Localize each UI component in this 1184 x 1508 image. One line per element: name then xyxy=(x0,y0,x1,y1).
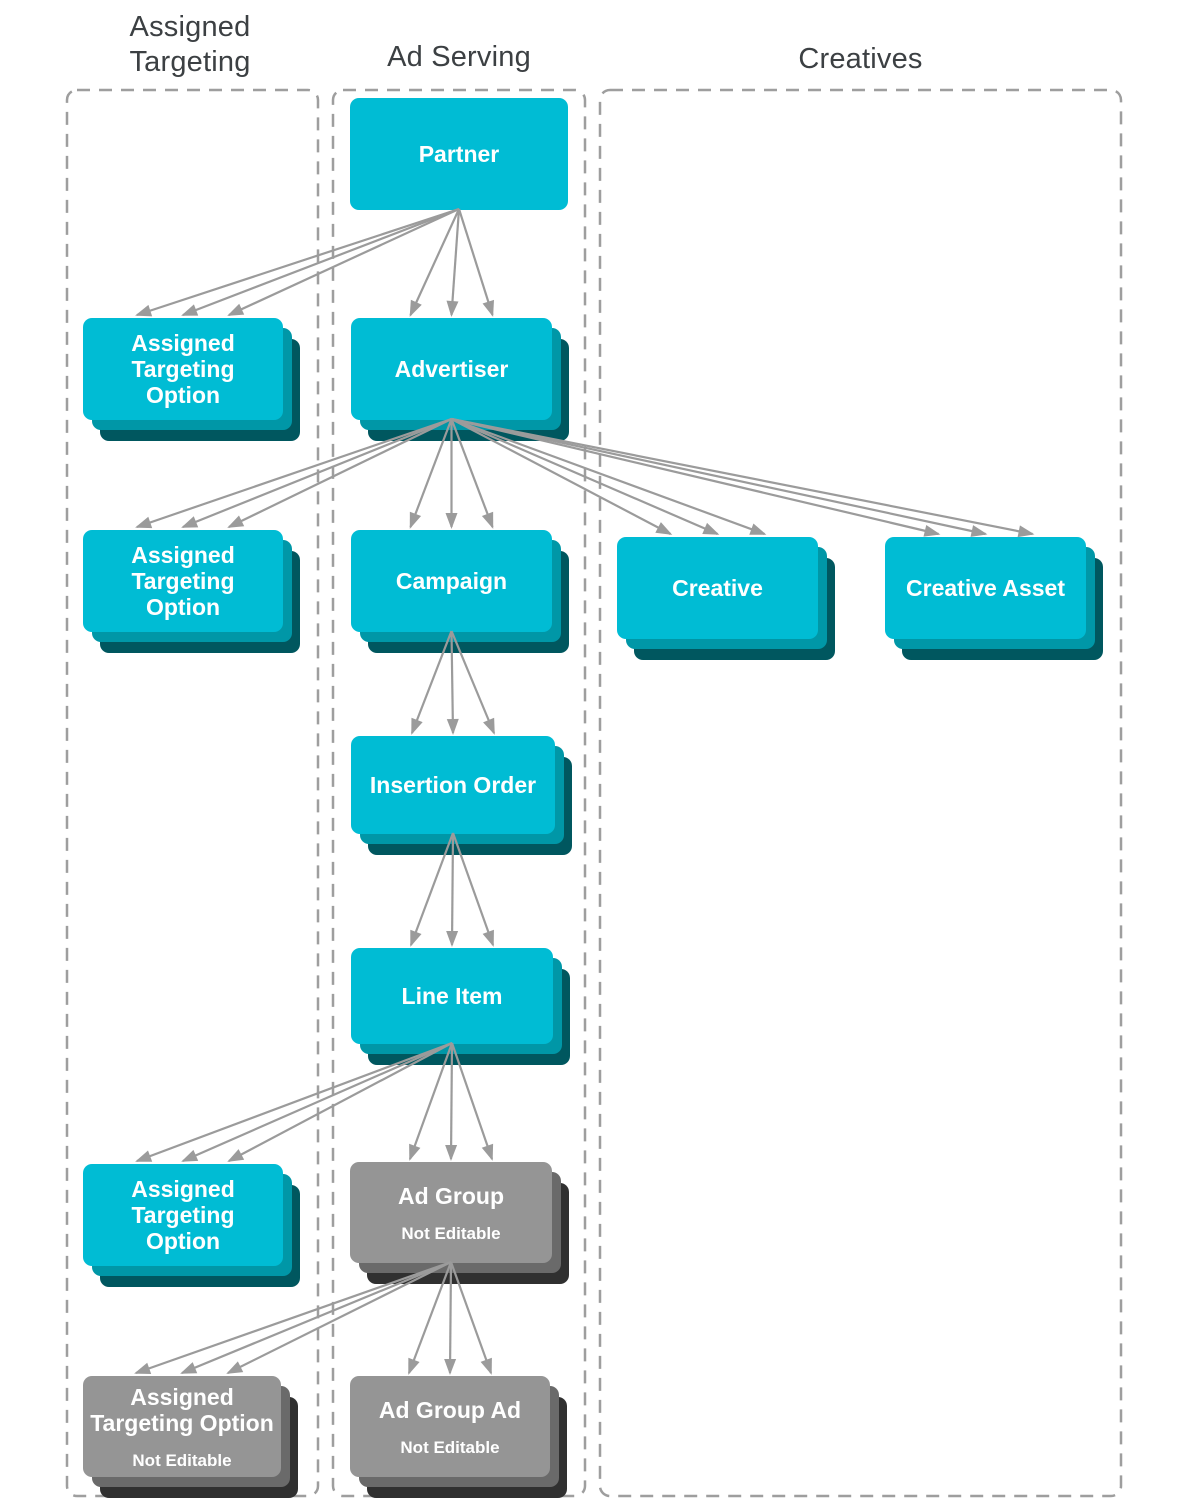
node-assigned-targeting-option-2-label-line-3: Option xyxy=(145,594,221,620)
node-line-item: Line Item xyxy=(351,948,553,1044)
node-ad-group-label-line-1: Ad Group xyxy=(397,1182,505,1209)
node-ad-group-ad-sublabel: Not Editable xyxy=(400,1437,500,1457)
node-insertion-order-label-line-1: Insertion Order xyxy=(369,772,537,798)
node-ad-group-ad: Ad Group Ad Not Editable xyxy=(350,1376,550,1477)
column-title-assigned-targeting: Assigned Targeting xyxy=(129,11,251,78)
edge-partner-to-assigned-targeting-option-1 xyxy=(227,208,460,316)
node-ad-group-sublabel: Not Editable xyxy=(401,1223,501,1243)
node-advertiser: Advertiser xyxy=(351,318,552,420)
edge-partner-to-advertiser xyxy=(457,208,495,317)
edge-partner-to-assigned-targeting-option-1 xyxy=(135,207,460,317)
node-campaign: Campaign xyxy=(351,530,552,632)
node-assigned-targeting-option-3-label-line-3: Option xyxy=(145,1228,221,1254)
edge-partner-to-assigned-targeting-option-1 xyxy=(181,207,460,317)
node-advertiser-label-line-1: Advertiser xyxy=(394,356,509,382)
column-title-ad-serving: Ad Serving xyxy=(387,41,531,73)
node-assigned-targeting-option-1-label-line-2: Targeting xyxy=(131,356,235,382)
node-creative-asset: Creative Asset xyxy=(885,537,1086,639)
node-creative-label-line-1: Creative xyxy=(672,575,763,601)
node-assigned-targeting-option-2-label-line-2: Targeting xyxy=(131,568,235,594)
node-assigned-targeting-option-1-label-line-1: Assigned xyxy=(131,330,235,356)
node-assigned-targeting-option-1-label-line-3: Option xyxy=(145,382,221,408)
node-assigned-targeting-option-3-label-line-2: Targeting xyxy=(131,1202,235,1228)
edge-partner-to-advertiser xyxy=(446,208,461,317)
node-creative-asset-label-line-1: Creative Asset xyxy=(906,575,1065,601)
node-assigned-targeting-option-2-label-line-1: Assigned xyxy=(131,542,235,568)
node-campaign-label-line-1: Campaign xyxy=(395,568,508,594)
node-partner: Partner xyxy=(350,98,568,210)
node-assigned-targeting-option-4-sublabel: Not Editable xyxy=(132,1450,232,1470)
node-assigned-targeting-option-4-label-line-1: Assigned xyxy=(130,1383,234,1410)
node-assigned-targeting-option-3-label-line-1: Assigned xyxy=(131,1176,235,1202)
edge-partner-to-advertiser xyxy=(409,208,461,317)
node-insertion-order: Insertion Order xyxy=(351,736,555,834)
node-assigned-targeting-option-4-label-line-2: Targeting Option xyxy=(90,1409,274,1436)
node-partner-label-line-1: Partner xyxy=(418,141,500,167)
node-creative: Creative xyxy=(617,537,818,639)
node-ad-group-ad-label-line-1: Ad Group Ad xyxy=(378,1396,522,1423)
column-creatives-border xyxy=(598,88,1123,1498)
column-title-creatives: Creatives xyxy=(798,43,923,75)
node-line-item-label-line-1: Line Item xyxy=(401,983,503,1009)
